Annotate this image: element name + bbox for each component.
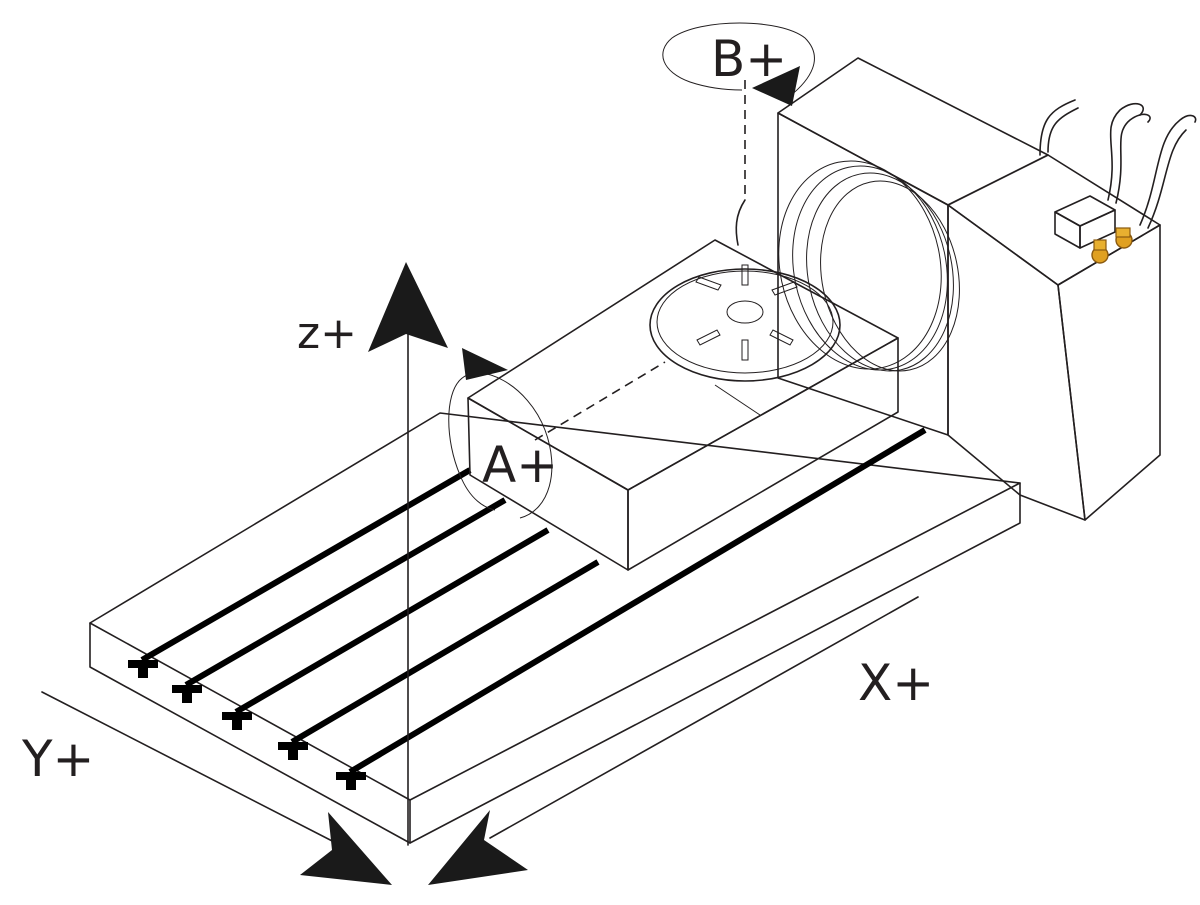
x-axis-label: X+ [858,654,935,712]
t-slot-end-caps [128,660,366,790]
trunnion-disk [778,160,960,372]
z-axis [368,262,448,846]
b-axis-centerline-tail [735,199,746,246]
t-slot-3 [234,527,550,715]
y-axis-label: Y+ [22,730,95,788]
motor-housing [777,57,1197,521]
z-axis-label: z+ [297,308,357,359]
a-axis-centerline [534,361,666,441]
rotary-platter [649,264,841,382]
b-rotation-arrow [662,22,815,106]
rotary-tilt-body [467,239,899,571]
y-axis [41,691,392,885]
b-axis-label: B+ [711,30,788,88]
machine-table [89,412,1021,844]
coolant-fittings [1091,227,1133,264]
t-slot-1 [140,467,472,663]
a-rotation-arrow [448,348,553,519]
t-slot-5 [348,427,927,775]
x-axis [428,596,919,885]
t-slot-2 [184,497,507,688]
t-slot-rails [128,427,927,790]
a-axis-label: A+ [482,436,559,494]
t-slot-4 [290,559,600,745]
